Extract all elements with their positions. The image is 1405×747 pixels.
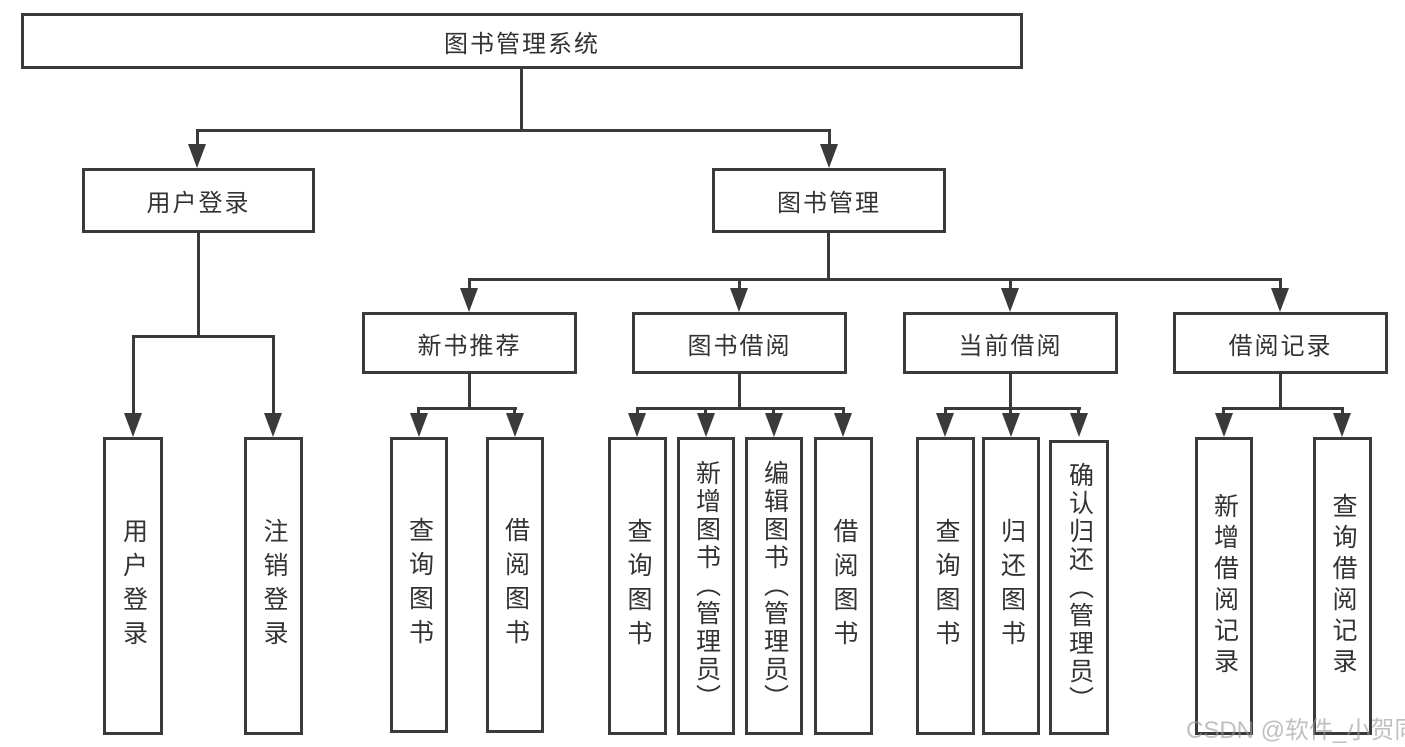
leaf-user-login: 用户登录 [103, 437, 163, 735]
leaf-confirm-return-admin: 确认归还（管理员） [1049, 440, 1109, 735]
arrow-down-icon [1070, 413, 1088, 437]
leaf-label: 编辑图书（管理员） [760, 460, 789, 712]
arrow-down-icon [506, 413, 524, 437]
connector-line [132, 335, 135, 415]
arrow-down-icon [1215, 413, 1233, 437]
connector-line [738, 374, 741, 410]
arrow-down-icon [628, 413, 646, 437]
leaf-label: 用户登录 [119, 518, 148, 654]
connector-line [468, 374, 471, 410]
leaf-label: 归还图书 [997, 518, 1026, 654]
arrow-down-icon [765, 413, 783, 437]
leaf-label: 借阅图书 [830, 518, 858, 654]
arrow-down-icon [936, 413, 954, 437]
connector-line [636, 407, 845, 410]
leaf-return-books: 归还图书 [982, 437, 1040, 735]
leaf-label: 查询图书 [405, 517, 434, 653]
connector-line [827, 233, 830, 281]
connector-line [196, 129, 831, 132]
leaf-add-books-admin: 新增图书（管理员） [677, 437, 735, 735]
node-book-management: 图书管理 [712, 168, 946, 233]
leaf-query-books-current: 查询图书 [916, 437, 975, 735]
arrow-down-icon [1271, 288, 1289, 312]
arrow-down-icon [820, 144, 838, 168]
connector-line [468, 278, 1282, 281]
leaf-label: 新增图书（管理员） [692, 460, 721, 712]
leaf-add-borrow-record: 新增借阅记录 [1195, 437, 1253, 735]
node-label: 当前借阅 [958, 332, 1063, 360]
node-current-borrow: 当前借阅 [903, 312, 1118, 374]
leaf-logout: 注销登录 [244, 437, 303, 735]
leaf-label: 查询借阅记录 [1329, 493, 1357, 679]
arrow-down-icon [1333, 413, 1351, 437]
arrow-down-icon [188, 144, 206, 168]
node-label: 图书借阅 [687, 332, 792, 360]
node-label: 图书管理 [777, 190, 881, 217]
leaf-query-books-recommend: 查询图书 [390, 437, 448, 733]
node-user-login: 用户登录 [82, 168, 315, 233]
arrow-down-icon [1002, 413, 1020, 437]
leaf-label: 借阅图书 [501, 517, 530, 653]
node-label: 借阅记录 [1228, 332, 1333, 360]
connector-line [272, 335, 275, 415]
connector-line [738, 278, 741, 292]
leaf-borrow-books: 借阅图书 [814, 437, 873, 735]
leaf-label: 新增借阅记录 [1210, 493, 1239, 679]
connector-line [468, 278, 471, 292]
leaf-label: 查询图书 [624, 518, 652, 654]
connector-line [132, 335, 275, 338]
leaf-label: 注销登录 [260, 518, 288, 654]
connector-line [944, 407, 1081, 410]
arrow-down-icon [834, 413, 852, 437]
leaf-label: 确认归还（管理员） [1065, 461, 1094, 714]
leaf-edit-books-admin: 编辑图书（管理员） [745, 437, 803, 735]
connector-line [1279, 278, 1282, 292]
connector-line [828, 129, 831, 149]
node-label: 用户登录 [146, 190, 251, 217]
connector-line [520, 69, 523, 132]
node-root-book-management-system: 图书管理系统 [21, 13, 1023, 69]
node-new-book-recommend: 新书推荐 [362, 312, 577, 374]
connector-line [418, 407, 517, 410]
arrow-down-icon [1001, 288, 1019, 312]
connector-line [1009, 278, 1012, 292]
leaf-borrow-books-recommend: 借阅图书 [486, 437, 544, 733]
node-label: 新书推荐 [417, 332, 522, 360]
arrow-down-icon [410, 413, 428, 437]
leaf-query-books-borrow: 查询图书 [608, 437, 667, 735]
arrow-down-icon [264, 413, 282, 437]
leaf-query-borrow-record: 查询借阅记录 [1313, 437, 1372, 735]
arrow-down-icon [124, 413, 142, 437]
arrow-down-icon [697, 413, 715, 437]
arrow-down-icon [730, 288, 748, 312]
csdn-watermark: CSDN @软件_小贺同学 [1186, 717, 1405, 744]
connector-line [1222, 407, 1344, 410]
leaf-label: 查询图书 [932, 518, 960, 654]
connector-line [197, 233, 200, 338]
node-borrow-records: 借阅记录 [1173, 312, 1388, 374]
connector-line [1009, 374, 1012, 410]
connector-line [1279, 374, 1282, 410]
node-book-borrow: 图书借阅 [632, 312, 847, 374]
node-label: 图书管理系统 [444, 30, 600, 58]
arrow-down-icon [460, 288, 478, 312]
connector-line [196, 129, 199, 149]
